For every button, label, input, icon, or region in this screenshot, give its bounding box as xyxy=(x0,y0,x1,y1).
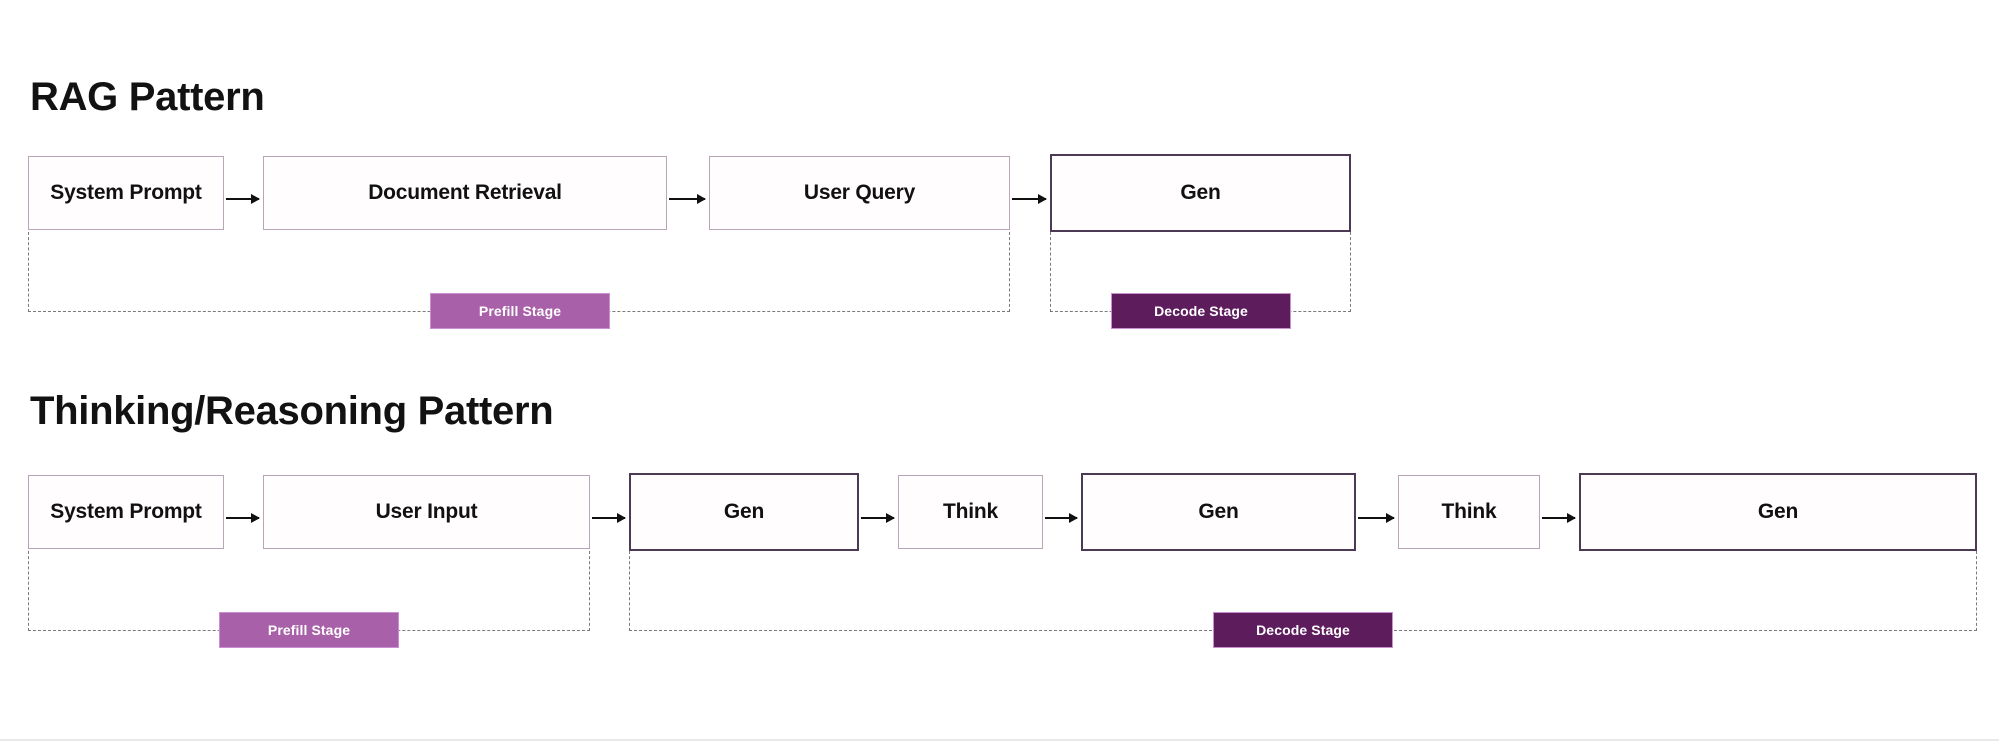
node-system-prompt-thinking[interactable]: System Prompt xyxy=(28,475,224,549)
page-bottom-rule xyxy=(0,739,1999,741)
node-user-query[interactable]: User Query xyxy=(709,156,1010,230)
arrow-think-5 xyxy=(1358,513,1395,523)
section-title-rag: RAG Pattern xyxy=(30,75,265,119)
arrow-think-4 xyxy=(1045,513,1078,523)
arrow-think-1 xyxy=(226,513,260,523)
node-think-2[interactable]: Think xyxy=(1398,475,1540,549)
node-think-1[interactable]: Think xyxy=(898,475,1043,549)
node-gen-thinking-2[interactable]: Gen xyxy=(1081,473,1356,551)
node-gen-rag[interactable]: Gen xyxy=(1050,154,1351,232)
arrow-think-6 xyxy=(1542,513,1576,523)
arrow-think-3 xyxy=(861,513,895,523)
section-title-thinking: Thinking/Reasoning Pattern xyxy=(30,389,554,433)
badge-decode-rag[interactable]: Decode Stage xyxy=(1111,293,1291,329)
node-system-prompt-rag[interactable]: System Prompt xyxy=(28,156,224,230)
node-user-input[interactable]: User Input xyxy=(263,475,590,549)
arrow-rag-2 xyxy=(669,194,706,204)
node-gen-thinking-3[interactable]: Gen xyxy=(1579,473,1977,551)
node-document-retrieval[interactable]: Document Retrieval xyxy=(263,156,667,230)
badge-prefill-rag[interactable]: Prefill Stage xyxy=(430,293,610,329)
badge-decode-thinking[interactable]: Decode Stage xyxy=(1213,612,1393,648)
node-gen-thinking-1[interactable]: Gen xyxy=(629,473,859,551)
arrow-rag-1 xyxy=(226,194,260,204)
badge-prefill-thinking[interactable]: Prefill Stage xyxy=(219,612,399,648)
arrow-rag-3 xyxy=(1012,194,1047,204)
arrow-think-2 xyxy=(592,513,626,523)
